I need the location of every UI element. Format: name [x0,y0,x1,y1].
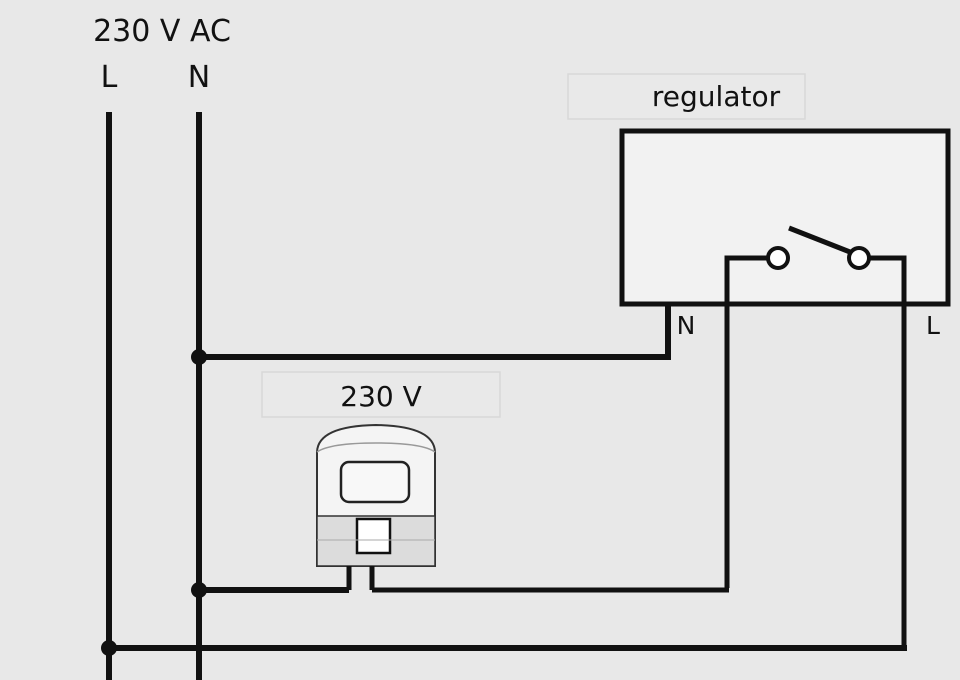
regulator-label-box [567,73,806,120]
switch-lever [788,225,851,255]
supply-n-label: N [188,60,210,95]
actuator-title: 230 V [340,380,422,413]
junction-dot [101,640,117,656]
supply-title: 230 V AC [93,14,231,49]
switched-output-wire [724,255,768,588]
regulator-box [619,128,951,307]
regulator-live-wire [869,255,907,648]
regulator-title: regulator [652,80,781,113]
switch-contact-left [766,246,790,270]
junction-dot [191,582,207,598]
actuator-label-box [261,371,501,418]
regulator-neutral-wire [199,304,671,360]
regulator-n-terminal: N [677,311,696,340]
junction-dot [191,349,207,365]
regulator-l-terminal: L [926,311,940,340]
actuator-icon [316,423,436,590]
supply-l-label: L [101,60,118,95]
switch-contact-right [847,246,871,270]
